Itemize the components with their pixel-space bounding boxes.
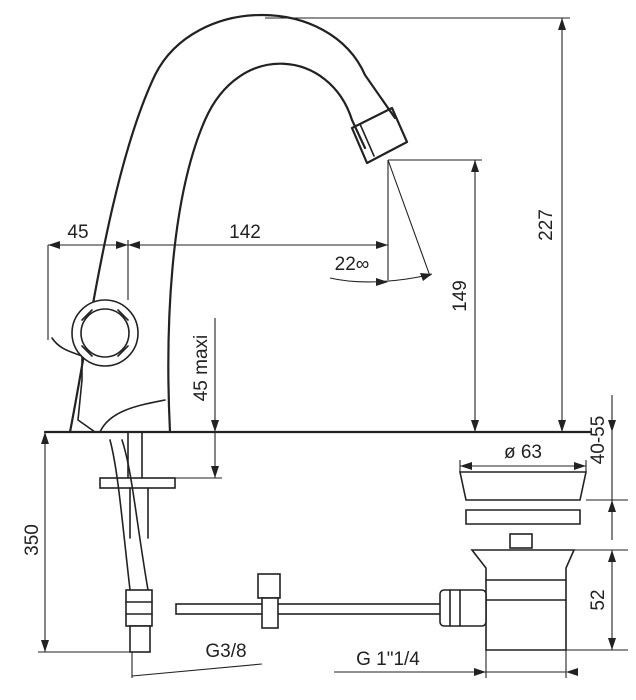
- pop-up-rod: [175, 603, 447, 615]
- label-angle: 22∞: [335, 254, 370, 275]
- waste-plug-head: [459, 471, 587, 501]
- label-g38: G3/8: [205, 641, 246, 662]
- dimensions: 45 142 22∞ 149 227 45 maxi 350: [22, 17, 628, 678]
- label-63: ø 63: [504, 442, 542, 463]
- hose-connector: [129, 625, 151, 653]
- fixing-washer: [99, 477, 176, 489]
- label-45: 45: [67, 222, 88, 243]
- leader-g38: [131, 663, 263, 677]
- rod-clamp-top: [257, 573, 281, 599]
- waste-lever-knurl: [449, 589, 461, 627]
- fixing-assembly: [99, 431, 176, 653]
- arrows-angle: [376, 273, 432, 286]
- spout-inner-contour: [167, 62, 367, 434]
- label-149: 149: [450, 280, 471, 312]
- waste-flange: [465, 509, 581, 525]
- threaded-rod: [127, 431, 143, 481]
- label-52: 52: [588, 589, 609, 610]
- fixing-stud: [129, 487, 149, 539]
- arrows-52: [608, 550, 616, 650]
- lever-knob-inner: [80, 308, 130, 358]
- rod-clamp: [261, 597, 279, 629]
- lever-bracket: [51, 337, 96, 433]
- waste-nut: [509, 533, 533, 549]
- hose-nut-knurl: [125, 601, 153, 615]
- spray-angle-line: [387, 159, 431, 277]
- lever-knob-detail: [81, 309, 129, 357]
- label-142: 142: [229, 222, 261, 243]
- hose-nut: [125, 589, 153, 627]
- waste-lever-housing: [439, 589, 487, 627]
- faucet-body: [51, 13, 409, 434]
- waste-body-rings: [485, 579, 567, 601]
- label-40-55: 40-55: [588, 416, 609, 465]
- label-g114: G 1"1/4: [356, 649, 420, 670]
- flexible-hose: [109, 439, 149, 591]
- aerator: [350, 106, 409, 165]
- aerator-ring: [359, 123, 375, 157]
- label-45-maxi: 45 maxi: [191, 335, 212, 402]
- body-lower-line: [99, 399, 166, 433]
- label-227: 227: [536, 209, 557, 241]
- arrows-45-maxi: [211, 420, 219, 478]
- waste-assembly: [175, 471, 587, 651]
- label-350: 350: [22, 524, 43, 556]
